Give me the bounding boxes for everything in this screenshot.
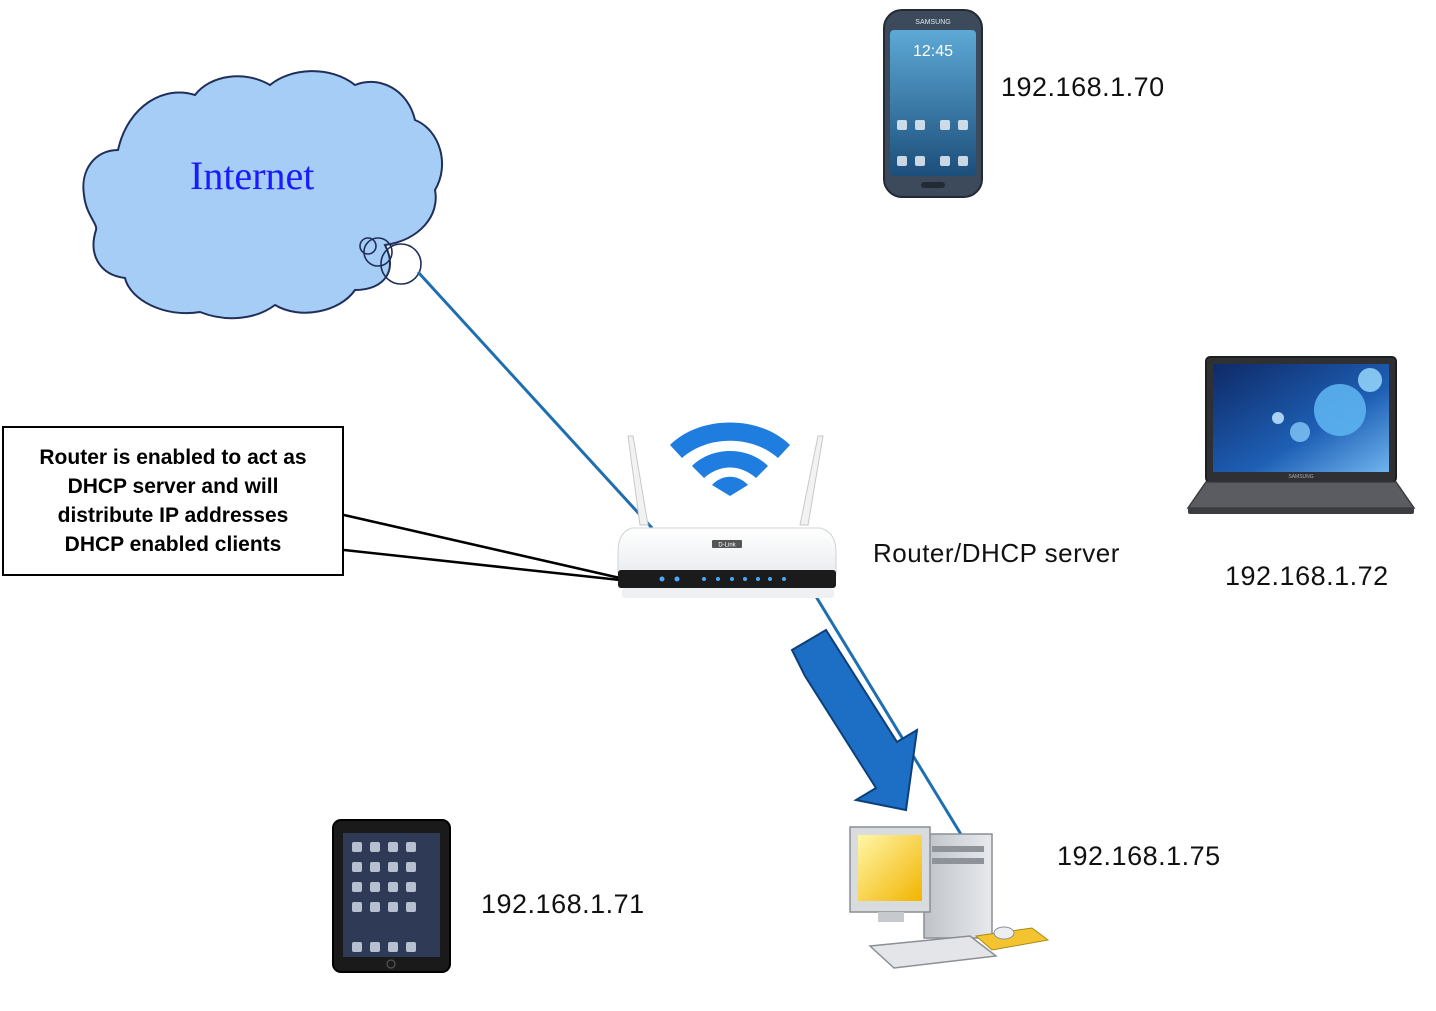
smartphone-icon: SAMSUNG 12:45 [883, 9, 983, 198]
router-icon: D-Link [617, 435, 837, 598]
cloud-bubble-large [380, 243, 422, 285]
tablet-icon [332, 819, 451, 973]
callout-line-upper [343, 513, 621, 580]
dhcp-note-text: Router is enabled to act as DHCP server … [39, 446, 307, 556]
router-antenna-left [627, 435, 649, 526]
desktop-ip-label: 192.168.1.75 [1057, 841, 1221, 871]
laptop-brand: SAMSUNG [1288, 474, 1313, 480]
internet-link-line [416, 270, 654, 530]
desktop-computer-icon [849, 826, 1050, 969]
dhcp-direction-arrow-icon [790, 628, 919, 812]
phone-brand: SAMSUNG [915, 19, 950, 26]
cloud-bubble-small [359, 237, 377, 255]
laptop-icon: SAMSUNG [1186, 356, 1416, 514]
router-label: Router/DHCP server [873, 538, 1120, 568]
dhcp-note-callout: Router is enabled to act as DHCP server … [2, 426, 344, 576]
wifi-signal-icon [670, 422, 790, 496]
laptop-ip-label: 192.168.1.72 [1225, 561, 1389, 591]
phone-clock: 12:45 [913, 43, 953, 60]
cloud-shape [82, 70, 444, 320]
callout-line-lower [343, 548, 621, 582]
desktop-link-line [810, 589, 964, 837]
cloud-label: Internet [190, 153, 315, 198]
phone-ip-label: 192.168.1.70 [1001, 72, 1165, 102]
router-brand-badge: D-Link [718, 543, 736, 549]
internet-cloud [82, 70, 444, 320]
tablet-ip-label: 192.168.1.71 [481, 889, 645, 919]
router-antenna-right [799, 435, 824, 526]
cloud-bubble-medium [363, 237, 393, 267]
